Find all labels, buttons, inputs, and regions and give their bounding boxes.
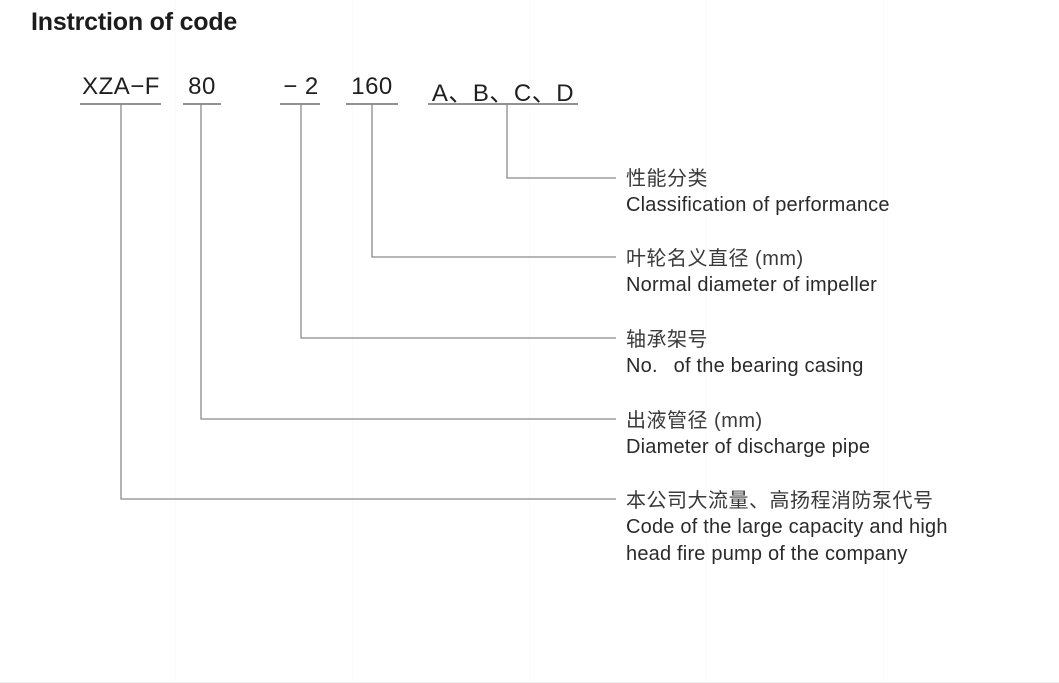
label-cn-3: 出液管径 (mm) <box>626 410 763 432</box>
label-en-0: Classification of performance <box>626 194 890 216</box>
label-block-0: 性能分类 Classification of performance <box>626 166 890 219</box>
code-segment-2: − 2 <box>283 73 319 100</box>
model-code-row: XZA−F 80 − 2 160 A、B、C、D <box>0 0 1059 120</box>
label-cn-1: 叶轮名义直径 (mm) <box>626 248 804 270</box>
label-en-2: No. of the bearing casing <box>626 355 864 377</box>
label-en-1: Normal diameter of impeller <box>626 274 878 296</box>
page-title: Instrction of code <box>31 8 238 36</box>
code-segment-4: A、B、C、D <box>431 80 575 107</box>
leader-line-4 <box>120 104 616 500</box>
label-block-4: 本公司大流量、高扬程消防泵代号 Code of the large capaci… <box>626 488 948 568</box>
leader-line-2 <box>300 104 616 339</box>
label-en-3: Diameter of discharge pipe <box>626 436 871 458</box>
code-segment-0: XZA−F <box>82 73 160 100</box>
leader-line-1 <box>371 104 616 258</box>
code-segment-1: 80 <box>188 73 216 100</box>
code-segment-3: 160 <box>351 73 393 100</box>
label-block-3: 出液管径 (mm) Diameter of discharge pipe <box>626 408 870 461</box>
label-en-4: Code of the large capacity and high <box>626 516 948 538</box>
label-block-1: 叶轮名义直径 (mm) Normal diameter of impeller <box>626 246 877 299</box>
label-cn-4: 本公司大流量、高扬程消防泵代号 <box>626 490 934 512</box>
label-cn-2: 轴承架号 <box>626 329 708 351</box>
label-en2-4: head fire pump of the company <box>626 543 908 565</box>
label-block-2: 轴承架号 No. of the bearing casing <box>626 327 864 380</box>
label-cn-0: 性能分类 <box>626 168 708 190</box>
leader-line-3 <box>200 104 616 420</box>
